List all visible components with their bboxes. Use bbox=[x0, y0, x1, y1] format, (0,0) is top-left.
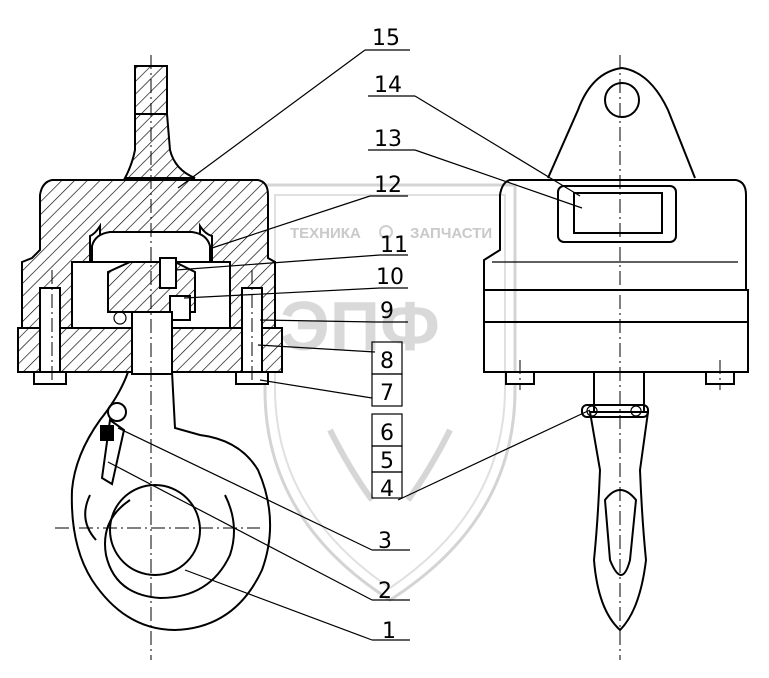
watermark: ТЕХНИКА ЗАПЧАСТИ ЭПФ bbox=[263, 183, 517, 602]
hook-outer-contour bbox=[70, 371, 272, 632]
hook-shank bbox=[131, 311, 173, 375]
safety-latch bbox=[100, 418, 126, 486]
bearing-ball bbox=[113, 311, 127, 325]
lifting-eye-body bbox=[547, 66, 696, 179]
hook-side-inner bbox=[603, 489, 638, 576]
label-15: 15 bbox=[372, 26, 400, 51]
latch-pivot bbox=[107, 402, 127, 422]
part-number-labels: 15 14 13 12 11 10 9 8 7 6 5 4 3 2 1 bbox=[372, 26, 408, 644]
nameplate-frame bbox=[557, 185, 677, 243]
plate-outline bbox=[483, 321, 749, 373]
callout-boxes bbox=[371, 341, 403, 499]
pin-head-right bbox=[630, 405, 642, 417]
label-11: 11 bbox=[380, 233, 408, 258]
label-4: 4 bbox=[380, 477, 394, 502]
latch-pin-side bbox=[581, 404, 649, 418]
locking-pin bbox=[159, 257, 177, 289]
hook-tip bbox=[84, 494, 97, 541]
label-14: 14 bbox=[374, 73, 402, 98]
bolt-left-nut bbox=[33, 371, 67, 385]
label-3: 3 bbox=[378, 529, 392, 554]
lifting-eye-hole bbox=[604, 82, 640, 118]
label-13: 13 bbox=[374, 127, 402, 152]
gear-icon bbox=[379, 225, 393, 239]
label-1: 1 bbox=[382, 619, 396, 644]
right-exterior-view bbox=[483, 55, 749, 660]
housing-outline bbox=[483, 179, 747, 291]
label-6: 6 bbox=[380, 421, 394, 446]
label-9: 9 bbox=[380, 299, 394, 324]
label-12: 12 bbox=[374, 173, 402, 198]
label-7: 7 bbox=[380, 381, 394, 406]
latch-spring bbox=[100, 425, 114, 441]
label-8: 8 bbox=[380, 349, 394, 374]
label-5: 5 bbox=[380, 449, 394, 474]
hook-inner-contour bbox=[104, 494, 235, 600]
thrust-bearing bbox=[169, 295, 191, 321]
flange-outline bbox=[483, 289, 749, 323]
left-section-view bbox=[17, 55, 283, 660]
bolt-left bbox=[39, 287, 61, 375]
label-2: 2 bbox=[378, 579, 392, 604]
watermark-big-letters: ЭПФ bbox=[280, 287, 440, 365]
watermark-right-word: ЗАПЧАСТИ bbox=[410, 225, 492, 242]
hook-side-body bbox=[588, 411, 650, 632]
label-10: 10 bbox=[376, 265, 404, 290]
watermark-left-word: ТЕХНИКА bbox=[290, 225, 361, 242]
hook-throat bbox=[109, 484, 201, 576]
shank-neck bbox=[123, 113, 196, 179]
nameplate bbox=[573, 192, 663, 234]
leader-lines bbox=[107, 49, 591, 641]
